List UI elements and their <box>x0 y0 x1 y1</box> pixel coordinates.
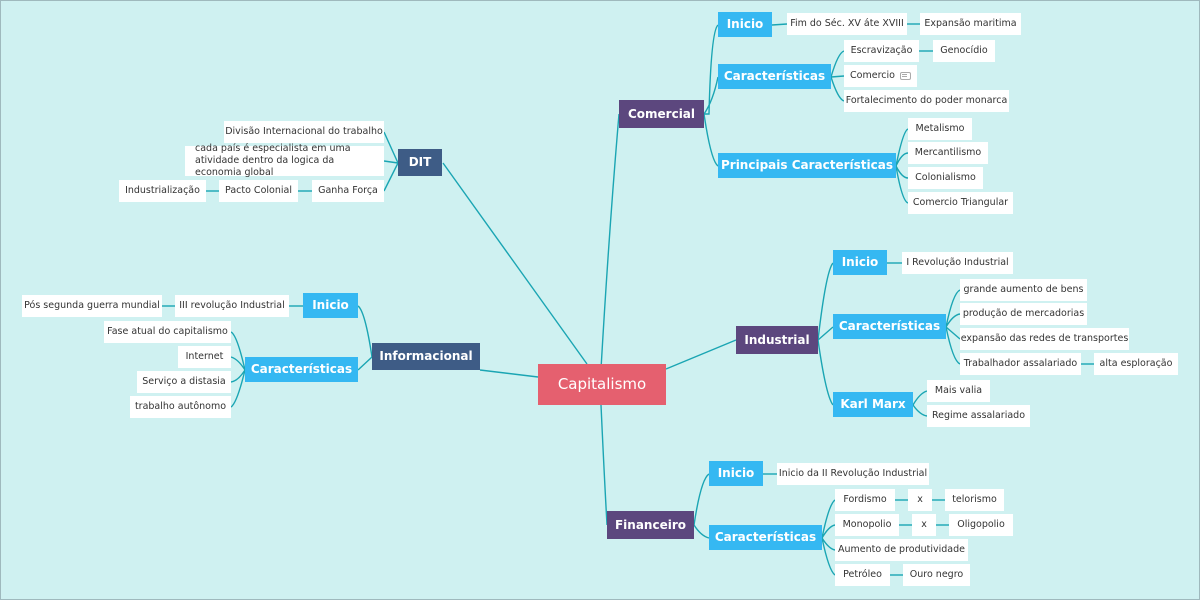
connector-line <box>693 524 710 539</box>
leaf-comercio-triangular[interactable]: Comercio Triangular <box>908 192 1013 214</box>
connector-line <box>479 369 539 378</box>
subtopic-informacional-caracteristicas[interactable]: Características <box>245 357 358 382</box>
leaf-ii-revolucao-industrial[interactable]: Inicio da II Revolução Industrial <box>777 463 929 485</box>
connector-line <box>703 76 719 115</box>
leaf-industrializacao[interactable]: Industrialização <box>119 180 206 202</box>
connector-line <box>817 262 834 341</box>
connector-line <box>817 326 834 341</box>
leaf-escravizacao[interactable]: Escravização <box>844 40 919 62</box>
leaf-pos-segunda-guerra[interactable]: Pós segunda guerra mundial <box>22 295 162 317</box>
connector-line <box>821 537 836 551</box>
connector-line <box>912 404 928 417</box>
topic-financeiro[interactable]: Financeiro <box>607 511 694 539</box>
connector-line <box>821 524 836 539</box>
connector-line <box>230 331 246 371</box>
connector-line <box>945 326 961 365</box>
connector-line <box>830 75 845 78</box>
connector-line <box>383 131 399 164</box>
leaf-aumento-de-bens[interactable]: grande aumento de bens <box>960 279 1087 301</box>
leaf-fortalecimento-poder-monarca[interactable]: Fortalecimento do poder monarca <box>844 90 1009 112</box>
leaf-i-revolucao-industrial[interactable]: I Revolução Industrial <box>902 252 1013 274</box>
connector-line <box>830 50 845 78</box>
connector-line <box>600 113 620 370</box>
leaf-fordismo[interactable]: Fordismo <box>835 489 895 511</box>
connector-line <box>771 23 788 26</box>
leaf-trabalhador-assalariado[interactable]: Trabalhador assalariado <box>960 353 1081 375</box>
leaf-oligopolio[interactable]: Oligopolio <box>949 514 1013 536</box>
connector-line <box>895 152 909 167</box>
subtopic-karl-marx[interactable]: Karl Marx <box>833 392 913 417</box>
connector-line <box>945 313 961 328</box>
leaf-aumento-produtividade[interactable]: Aumento de produtividade <box>835 539 968 561</box>
connector-line <box>230 369 246 408</box>
leaf-servico-distancia[interactable]: Serviço a distasia <box>137 371 231 393</box>
connector-line <box>912 390 928 406</box>
connector-line <box>383 160 399 164</box>
leaf-trabalho-autonomo[interactable]: trabalho autônomo <box>130 396 231 418</box>
connector-line <box>821 537 836 576</box>
leaf-x-2[interactable]: x <box>912 514 936 536</box>
subtopic-industrial-caracteristicas[interactable]: Características <box>833 314 946 339</box>
subtopic-comercial-principais[interactable]: Principais Características <box>718 153 896 178</box>
subtopic-industrial-inicio[interactable]: Inicio <box>833 250 887 275</box>
note-icon[interactable] <box>899 72 911 80</box>
subtopic-informacional-inicio[interactable]: Inicio <box>303 293 358 318</box>
connector-line <box>895 165 909 204</box>
connector-line <box>704 24 719 115</box>
connector-line <box>357 356 373 371</box>
subtopic-financeiro-caracteristicas[interactable]: Características <box>709 525 822 550</box>
connector-line <box>821 499 836 539</box>
leaf-petroleo[interactable]: Petróleo <box>835 564 890 586</box>
topic-industrial[interactable]: Industrial <box>736 326 818 354</box>
connector-line <box>383 162 399 192</box>
leaf-pacto-colonial[interactable]: Pacto Colonial <box>219 180 298 202</box>
leaf-telorismo[interactable]: telorismo <box>945 489 1004 511</box>
topic-comercial[interactable]: Comercial <box>619 100 704 128</box>
subtopic-comercial-caracteristicas[interactable]: Características <box>718 64 831 89</box>
subtopic-comercial-inicio[interactable]: Inicio <box>718 12 772 37</box>
connector-line <box>357 305 373 358</box>
leaf-x-1[interactable]: x <box>908 489 932 511</box>
topic-informacional[interactable]: Informacional <box>372 343 480 370</box>
connector-line <box>442 162 588 365</box>
topic-dit[interactable]: DIT <box>398 149 442 176</box>
connector-line <box>945 289 961 328</box>
leaf-expansao-maritima[interactable]: Expansão maritima <box>920 13 1021 35</box>
subtopic-financeiro-inicio[interactable]: Inicio <box>709 461 763 486</box>
leaf-fase-atual[interactable]: Fase atual do capitalismo <box>104 321 231 343</box>
leaf-ganha-forca[interactable]: Ganha Força <box>312 180 384 202</box>
connector-line <box>600 404 608 526</box>
connector-line <box>703 113 719 167</box>
leaf-monopolio[interactable]: Monopolio <box>835 514 899 536</box>
leaf-producao-mercadorias[interactable]: produção de mercadorias <box>960 303 1087 325</box>
leaf-comercio[interactable]: Comercio <box>844 65 917 87</box>
leaf-internet[interactable]: Internet <box>178 346 231 368</box>
leaf-alta-esploracao[interactable]: alta esploração <box>1094 353 1178 375</box>
connector-line <box>895 128 909 167</box>
connector-line <box>830 76 845 102</box>
connector-line <box>693 473 710 526</box>
root-node-capitalismo[interactable]: Capitalismo <box>538 364 666 405</box>
connector-line <box>945 326 961 340</box>
leaf-metalismo[interactable]: Metalismo <box>908 118 972 140</box>
connector-line <box>817 339 834 406</box>
leaf-expansao-redes-transportes[interactable]: expansão das redes de transportes <box>960 328 1129 350</box>
connector-line <box>230 356 246 371</box>
leaf-especializacao-paises[interactable]: cada país é especialista em uma atividad… <box>185 143 384 178</box>
leaf-regime-assalariado[interactable]: Regime assalariado <box>927 405 1030 427</box>
connector-line <box>230 369 246 383</box>
leaf-comercio-label: Comercio <box>850 70 895 82</box>
leaf-genocidio[interactable]: Genocídio <box>933 40 995 62</box>
leaf-mercantilismo[interactable]: Mercantilismo <box>908 142 988 164</box>
leaf-colonialismo[interactable]: Colonialismo <box>908 167 983 189</box>
leaf-ouro-negro[interactable]: Ouro negro <box>903 564 970 586</box>
leaf-fim-do-seculo[interactable]: Fim do Séc. XV áte XVIII <box>787 13 907 35</box>
leaf-divisao-internacional[interactable]: Divisão Internacional do trabalho <box>224 121 384 143</box>
leaf-iii-revolucao-industrial[interactable]: III revolução Industrial <box>175 295 289 317</box>
leaf-mais-valia[interactable]: Mais valia <box>927 380 990 402</box>
connector-line <box>665 339 737 370</box>
